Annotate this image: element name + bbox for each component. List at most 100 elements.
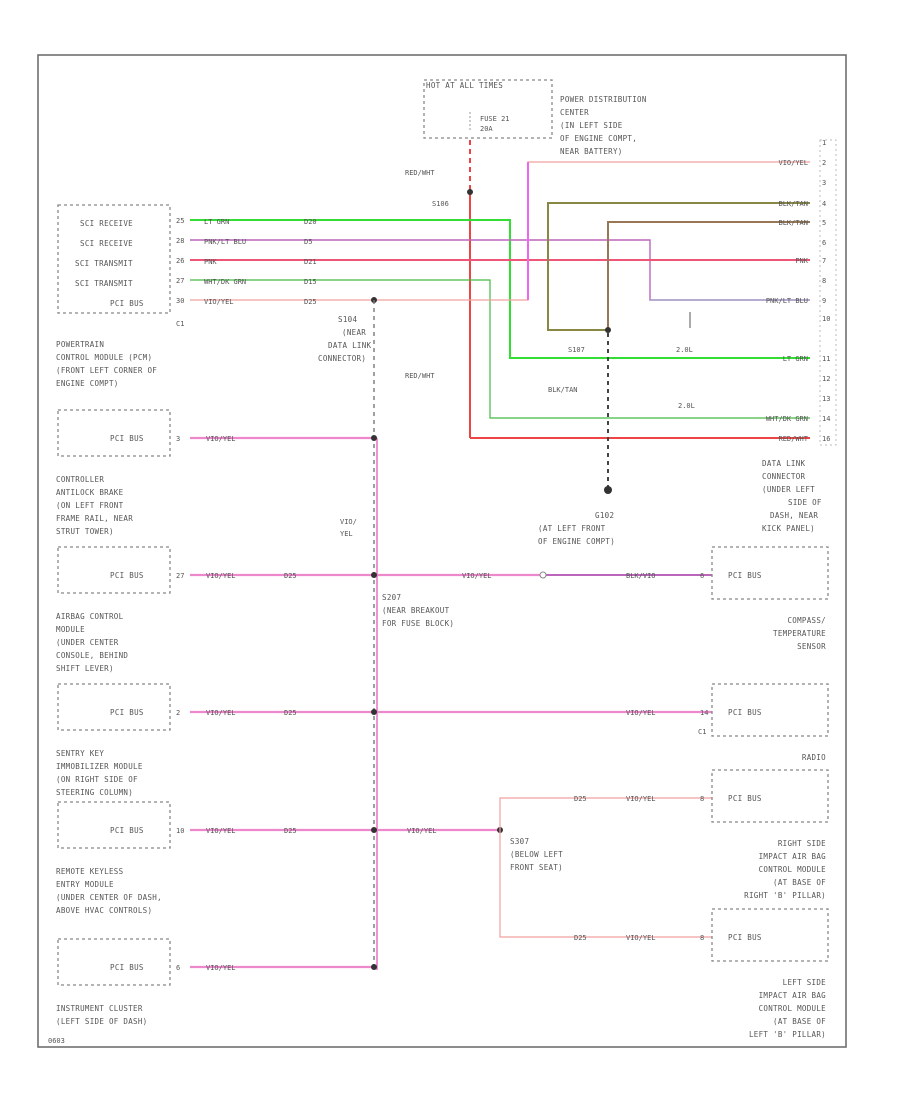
compass-desc: SENSOR [797, 642, 826, 651]
pdc-description: POWER DISTRIBUTION CENTER (IN LEFT SIDE … [560, 95, 646, 156]
acm-circuit: D25 [284, 572, 297, 580]
svg-text:CONTROL MODULE (PCM): CONTROL MODULE (PCM) [56, 353, 152, 362]
svg-text:SCI RECEIVE: SCI RECEIVE [80, 239, 133, 248]
svg-text:D21: D21 [304, 258, 317, 266]
svg-text:VIO/YEL: VIO/YEL [462, 572, 492, 580]
ic-pin: 6 [176, 964, 180, 972]
skim-box [57, 683, 171, 731]
svg-text:S104: S104 [338, 315, 357, 324]
rside-desc: RIGHT 'B' PILLAR) [744, 891, 826, 900]
svg-text:BLK/VIO: BLK/VIO [626, 572, 656, 580]
svg-text:S307: S307 [510, 837, 529, 846]
skim-splice-dot [371, 709, 377, 715]
cab-desc: ANTILOCK BRAKE [56, 488, 124, 497]
pcm-vio-yel-wire [190, 161, 810, 301]
dlc-description: DATA LINK CONNECTOR (UNDER LEFT SIDE OF … [762, 459, 822, 533]
compass-pci-label: PCI BUS [728, 571, 762, 580]
svg-text:(UNDER LEFT: (UNDER LEFT [762, 485, 815, 494]
radio-pci-label: PCI BUS [728, 708, 762, 717]
cab-desc: FRAME RAIL, NEAR [56, 514, 133, 523]
rke-pin: 10 [176, 827, 184, 835]
rside-pin: 8 [700, 795, 704, 803]
svg-text:G102: G102 [595, 511, 614, 520]
svg-text:FOR FUSE BLOCK): FOR FUSE BLOCK) [382, 619, 454, 628]
rke-desc: REMOTE KEYLESS [56, 867, 124, 876]
wht-dk-grn-wire [190, 279, 810, 419]
svg-text:OF ENGINE COMPT,: OF ENGINE COMPT, [560, 134, 637, 143]
svg-text:PCI BUS: PCI BUS [110, 299, 144, 308]
dlc-pin-10: 10 [822, 315, 830, 323]
svg-text:26: 26 [176, 257, 184, 265]
red-wht-label-mid: RED/WHT [405, 372, 435, 380]
pcm-pin-names: SCI RECEIVE SCI RECEIVE SCI TRANSMIT SCI… [75, 219, 144, 308]
cab-wire-color: VIO/YEL [206, 435, 236, 443]
svg-text:(BELOW LEFT: (BELOW LEFT [510, 850, 563, 859]
lt-grn-wire [190, 219, 810, 359]
gauge-label-2: 2.0L [678, 402, 695, 410]
dlc-pin-9: 9 [822, 297, 826, 305]
svg-text:D15: D15 [304, 278, 317, 286]
ic-desc: (LEFT SIDE OF DASH) [56, 1017, 148, 1026]
acm-box [57, 546, 171, 594]
dlc-pin-14: 14 [822, 415, 830, 423]
rke-desc: ABOVE HVAC CONTROLS) [56, 906, 152, 915]
acm-desc: (UNDER CENTER [56, 638, 119, 647]
pdc-box [423, 79, 553, 139]
pcm-connector: C1 [176, 320, 184, 328]
dlc-pins: 12VIO/YEL34BLK/TAN5BLK/TAN67PNK89PNK/LT … [766, 139, 831, 443]
lside-desc: LEFT SIDE [783, 978, 827, 987]
rke-desc: (UNDER CENTER OF DASH, [56, 893, 162, 902]
pnk-lt-blu-wire [190, 239, 810, 301]
dlc-pin-6: 6 [822, 239, 826, 247]
corner-tag: 0603 [48, 1037, 65, 1045]
s307-label: S307 (BELOW LEFT FRONT SEAT) [510, 837, 563, 872]
lside-pci-label: PCI BUS [728, 933, 762, 942]
lside-desc: IMPACT AIR BAG [759, 991, 827, 1000]
svg-text:SCI TRANSMIT: SCI TRANSMIT [75, 279, 133, 288]
acm-desc: AIRBAG CONTROL [56, 612, 124, 621]
pcm-box [57, 204, 171, 314]
pcm-pin-numbers: 25 28 26 27 30 [176, 217, 184, 305]
rside-pci-label: PCI BUS [728, 794, 762, 803]
svg-text:28: 28 [176, 237, 184, 245]
svg-text:(NEAR: (NEAR [342, 328, 366, 337]
svg-text:D5: D5 [304, 238, 312, 246]
skim-circuit: D25 [284, 709, 297, 717]
red-wht-label-top: RED/WHT [405, 169, 435, 177]
dlc-pin-label: BLK/TAN [778, 219, 808, 227]
blk-tan-vertical-label: BLK/TAN [548, 386, 578, 394]
blk-tan-wire-pin5 [607, 221, 810, 330]
svg-text:POWERTRAIN: POWERTRAIN [56, 340, 104, 349]
s104-label: S104 (NEAR DATA LINK CONNECTOR) [318, 315, 371, 363]
fuse-label: FUSE 21 [480, 115, 510, 123]
radio-connector: C1 [698, 728, 706, 736]
rside-desc: CONTROL MODULE [759, 865, 827, 874]
rke-desc: ENTRY MODULE [56, 880, 114, 889]
lside-desc: (AT BASE OF [773, 1017, 826, 1026]
dlc-pin-4: 4 [822, 200, 826, 208]
compass-inline-connector [539, 571, 547, 579]
compass-pin: 6 [700, 572, 704, 580]
svg-text:PNK: PNK [204, 258, 217, 266]
svg-text:OF ENGINE COMPT): OF ENGINE COMPT) [538, 537, 615, 546]
svg-text:CONNECTOR): CONNECTOR) [318, 354, 366, 363]
lside-desc: LEFT 'B' PILLAR) [749, 1030, 826, 1039]
compass-desc: COMPASS/ [787, 616, 826, 625]
svg-text:DASH, NEAR: DASH, NEAR [770, 511, 818, 520]
s107-label: S107 [568, 346, 585, 354]
svg-text:CENTER: CENTER [560, 108, 589, 117]
acm-desc: MODULE [56, 625, 85, 634]
dlc-pin-label: VIO/YEL [778, 159, 808, 167]
acm-pci-label: PCI BUS [110, 571, 144, 580]
dlc-pin-2: 2 [822, 159, 826, 167]
svg-text:SCI TRANSMIT: SCI TRANSMIT [75, 259, 133, 268]
dlc-pin-label: PNK [795, 257, 808, 265]
svg-text:D25: D25 [574, 934, 587, 942]
pcm-description: POWERTRAIN CONTROL MODULE (PCM) (FRONT L… [56, 340, 157, 388]
dlc-pin-3: 3 [822, 179, 826, 187]
